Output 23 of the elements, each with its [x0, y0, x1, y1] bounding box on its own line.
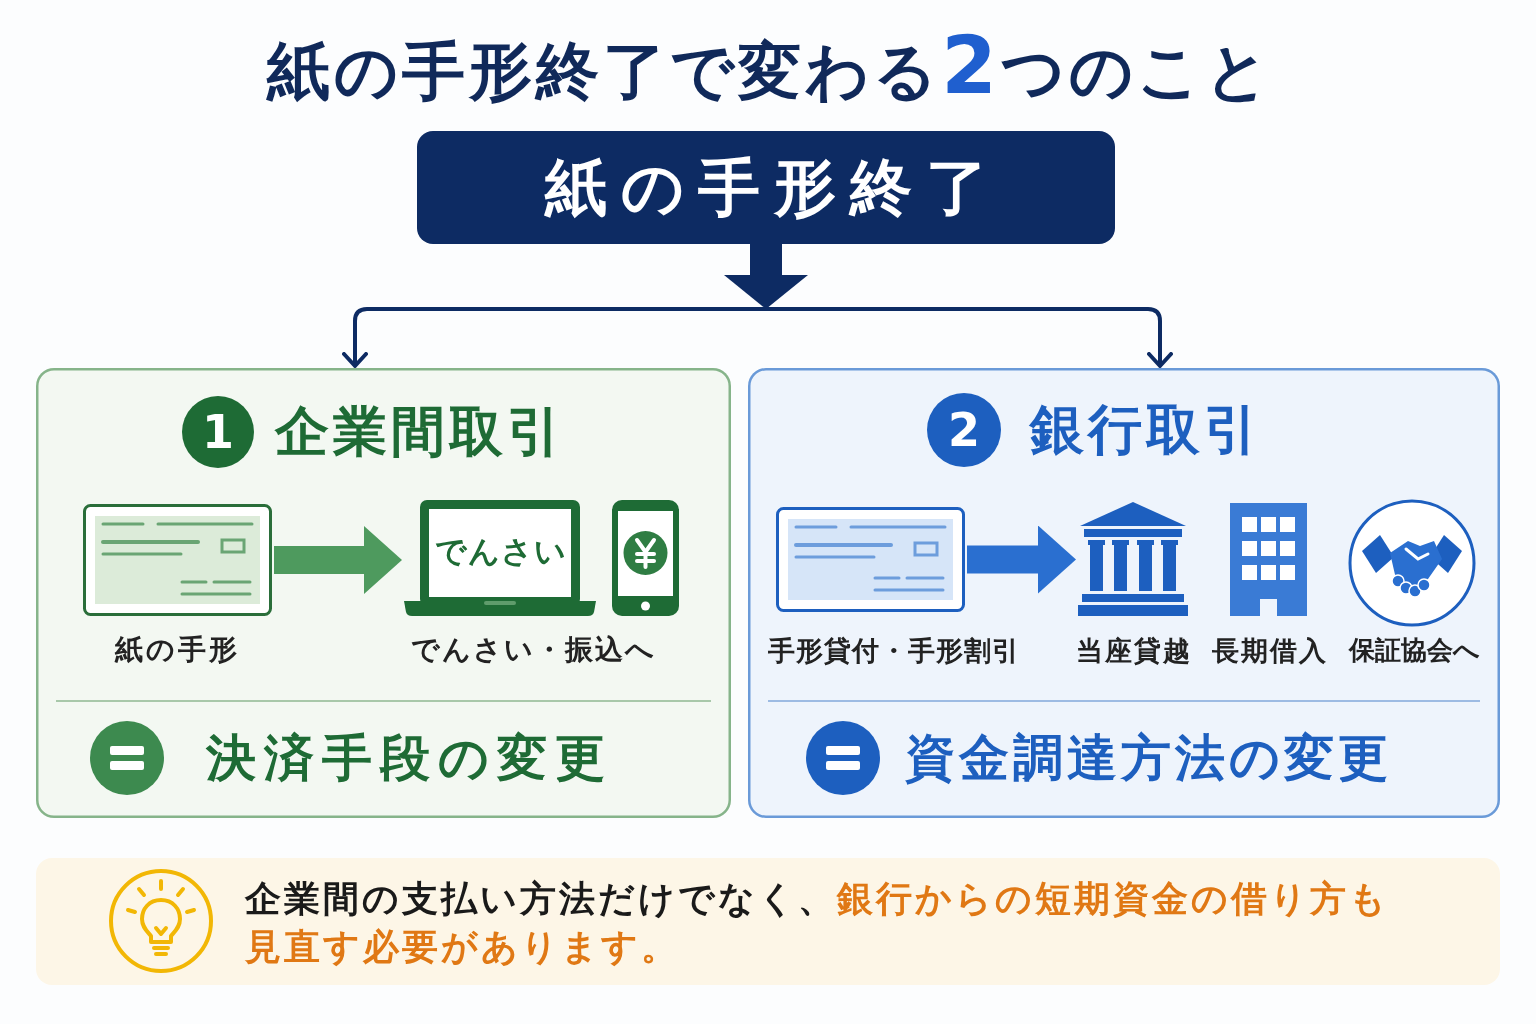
screen-text: でんさい — [433, 532, 567, 571]
number-badge: 1 — [182, 396, 254, 468]
block-arrow — [274, 526, 402, 594]
node-label: 紙の手形 — [113, 632, 240, 668]
panel — [748, 368, 1500, 818]
result-text: 決済手段の変更 — [206, 727, 613, 789]
block-arrow — [967, 525, 1076, 594]
node-label: 当座貸越 — [1075, 633, 1192, 668]
panel — [36, 368, 731, 818]
node-label: 手形貸付・手形割引 — [766, 633, 1020, 668]
note-text: 企業間の支払い方法だけでなく、銀行からの短期資金の借り方も見直す必要があります。 — [245, 877, 1390, 969]
note-box — [36, 858, 1500, 985]
node-label: でんさい・振込へ — [409, 632, 656, 668]
node-label: 長期借入 — [1211, 633, 1328, 668]
branch-arrow — [342, 307, 766, 368]
node-label: 保証協会へ — [1348, 634, 1480, 667]
branch-arrow — [766, 307, 1173, 368]
arrow — [724, 244, 808, 309]
number-badge: 2 — [927, 393, 1001, 467]
banner-box: 紙の手形終了 — [417, 131, 1115, 244]
panel-heading: 銀行取引 — [1030, 397, 1262, 463]
panel-heading: 企業間取引 — [275, 399, 565, 465]
result-text: 資金調達方法の変更 — [905, 727, 1392, 789]
